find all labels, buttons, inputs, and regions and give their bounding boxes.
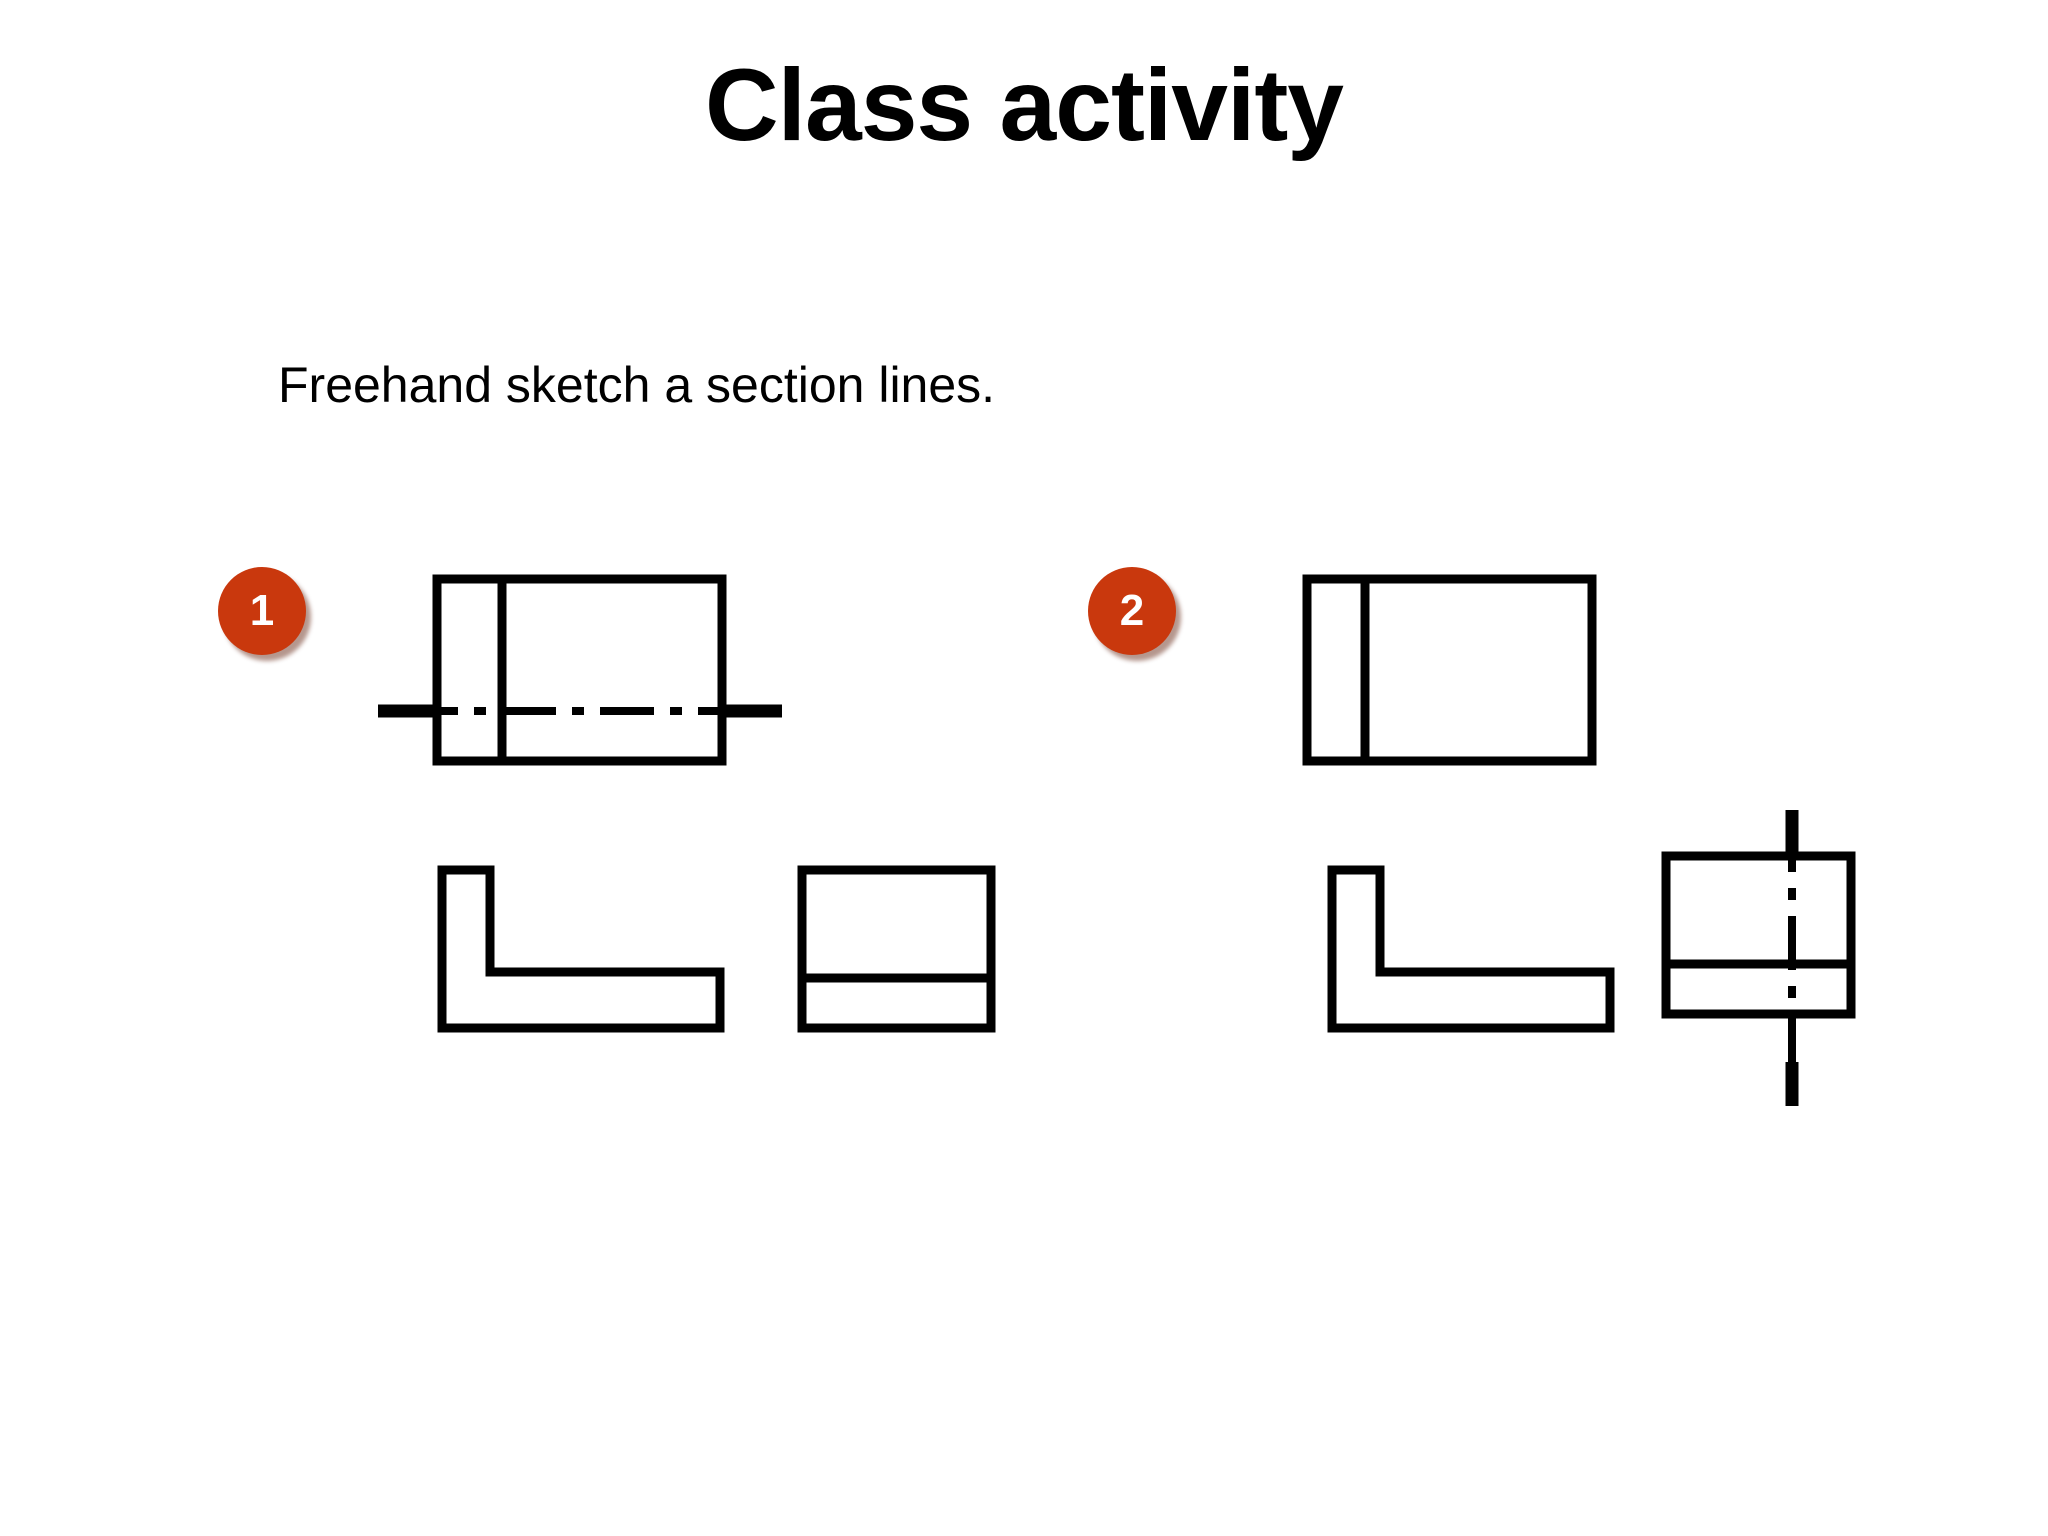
figure-1-top-outline <box>797 865 996 1033</box>
figure-1-front-outline <box>432 574 727 766</box>
figure-1-side-view <box>428 856 748 1046</box>
figure-2-side-view <box>1318 856 1638 1046</box>
figure-2-front-outline <box>1302 574 1597 766</box>
figure-2-top-outline <box>1661 851 1856 1019</box>
figure-1-top-view <box>788 856 1018 1046</box>
badge-number-2: 2 <box>1088 567 1176 655</box>
figure-2-l-shape-outline <box>1327 865 1615 1033</box>
instruction-text: Freehand sketch a section lines. <box>278 357 996 413</box>
figure-1-l-shape-outline <box>437 865 725 1033</box>
page-title: Class activity <box>704 48 1344 162</box>
figure-2-front-view <box>1290 565 1630 775</box>
figure-1-front-view <box>378 565 840 775</box>
figure-2-top-view <box>1640 800 1900 1120</box>
badge-number-1: 1 <box>218 567 306 655</box>
